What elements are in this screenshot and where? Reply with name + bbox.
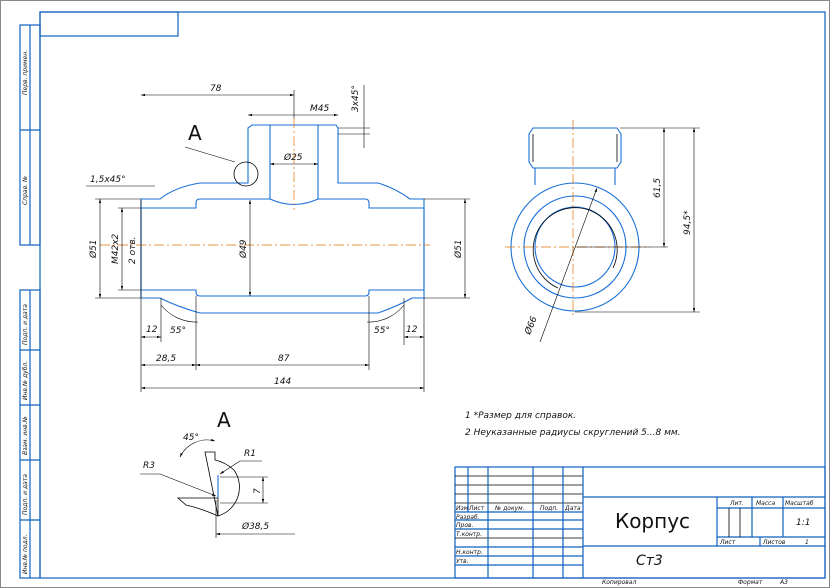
tb-role: Разраб. (456, 514, 480, 521)
dim-angle-45: 45° (183, 433, 199, 443)
tb-header: № докум. (494, 505, 525, 512)
dim-r3: R3 (143, 461, 155, 471)
dim-94-5: 94,5* (683, 210, 693, 235)
tb-header: Изм (456, 505, 469, 512)
tb-role: Т.контр. (456, 531, 482, 538)
part-name: Корпус (615, 509, 690, 533)
tb-lit: Лит. (729, 500, 744, 507)
tb-scale-label: Масштаб (785, 500, 814, 507)
tb-sheets-value: 1 (805, 539, 809, 546)
detail-a-view: А 45° R1 R3 7 Ø38,5 (140, 408, 295, 538)
tb-format: A3 (779, 579, 788, 586)
dim-28-5: 28,5 (156, 354, 176, 364)
tb-scale: 1:1 (796, 518, 810, 528)
dim-d38-5: Ø38,5 (241, 521, 269, 532)
tb-mass: Масса (756, 500, 775, 507)
dim-holes: 2 отв. (128, 236, 138, 264)
dim-61-5: 61,5 (653, 178, 663, 198)
section-label: А (188, 121, 202, 145)
tb-header: Подп. (540, 505, 558, 512)
dim-r1: R1 (244, 449, 256, 459)
dim-d51-left: Ø51 (88, 239, 99, 259)
note-1: 1 *Размер для справок. (465, 411, 576, 421)
main-section-view: А 78 M45 3x45° Ø25 1,5x45° Ø51 M42x2 2 о… (86, 84, 470, 392)
strip-label: Инв.№ дубл. (22, 361, 29, 400)
dim-d51-right: Ø51 (453, 239, 464, 259)
detail-title: А (217, 408, 231, 432)
dim-m45: M45 (310, 104, 329, 114)
strip-label: Подп. и дата (22, 304, 29, 345)
dim-m42: M42x2 (111, 233, 121, 264)
tb-sheets: Листов (762, 539, 786, 546)
strip-label: Справ. № (22, 176, 29, 205)
dim-12-right: 12 (406, 325, 418, 335)
dim-angle-55-right: 55° (374, 326, 390, 336)
dim-angle-55-left: 55° (170, 326, 186, 336)
top-left-stamp (39, 11, 179, 37)
tb-role: Утв. (456, 558, 469, 565)
material: Ст3 (636, 553, 663, 569)
strip-label: Подп. и дата (22, 474, 29, 515)
dim-87: 87 (278, 354, 290, 364)
dim-d66: Ø66 (522, 315, 540, 337)
dim-7: 7 (253, 488, 263, 494)
dim-78: 78 (210, 84, 222, 94)
dim-144: 144 (274, 377, 291, 387)
strip-label: Взам. инв.№ (22, 416, 29, 455)
tb-sheet: Лист (719, 539, 736, 546)
dim-chamfer-3: 3x45° (351, 85, 361, 112)
tb-role: Н.контр. (456, 549, 483, 556)
title-block: Изм Лист № докум. Подп. Дата Разраб. Про… (454, 466, 826, 586)
side-strip: Перв. примен. Справ. № Подп. и дата Инв.… (19, 24, 41, 579)
drawing-frame (39, 11, 826, 579)
note-2: 2 Неуказанные радиусы скруглений 5...8 м… (465, 428, 681, 438)
tb-header: Лист (468, 505, 485, 512)
strip-label: Перв. примен. (22, 50, 29, 95)
side-view: 61,5 94,5* Ø66 (505, 120, 700, 343)
tb-header: Дата (564, 505, 581, 512)
dim-chamfer-15: 1,5x45° (90, 175, 126, 185)
tb-role: Пров. (456, 522, 474, 529)
dim-d49: Ø49 (238, 239, 249, 259)
dim-12-left: 12 (146, 325, 158, 335)
tb-format-label: Формат (738, 579, 763, 586)
tb-copied: Копировал (602, 579, 636, 586)
dim-d25: Ø25 (283, 152, 303, 163)
strip-label: Инв.№ подл. (22, 534, 29, 574)
